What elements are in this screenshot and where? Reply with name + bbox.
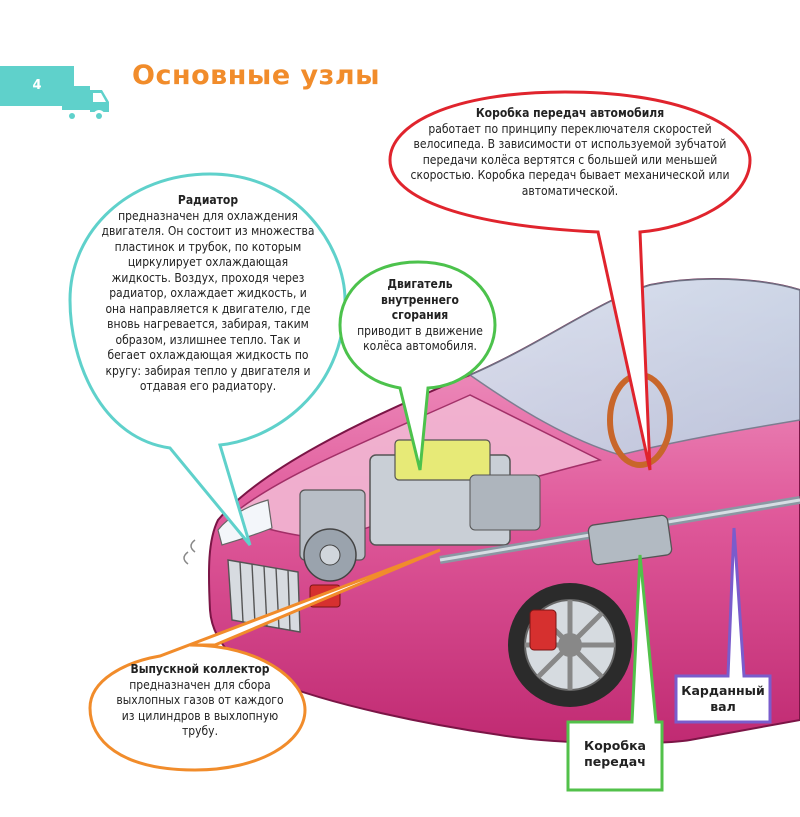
- radiator-bubble: [68, 172, 347, 546]
- exhaust-callout: Выпускной коллектор предназначен для сбо…: [110, 662, 290, 740]
- gearbox-label: Коробка передач: [584, 738, 646, 769]
- driveshaft-label-box: [674, 527, 772, 724]
- exhaust-text: предназначен для сбора выхлопных газов о…: [116, 677, 284, 739]
- page-title: Основные узлы: [132, 60, 381, 91]
- engine-bubble: [338, 260, 497, 471]
- exhaust-bubble: [88, 548, 441, 772]
- gearbox-info-text: работает по принципу переключателя скоро…: [410, 121, 730, 198]
- gearbox-info-callout: Коробка передач автомобиля работает по п…: [405, 106, 735, 199]
- engine-callout: Двигатель внутреннего сгорания приводит …: [355, 277, 485, 355]
- engine-text: приводит в движение колёса автомобиля.: [357, 323, 483, 354]
- gearbox-info-bubble: [388, 90, 752, 471]
- radiator-callout: Радиатор предназначен для охлаждения дви…: [98, 193, 318, 395]
- exhaust-heading: Выпускной коллектор: [130, 662, 270, 676]
- driveshaft-label: Карданный вал: [681, 683, 765, 714]
- radiator-text: предназначен для охлаждения двигателя. О…: [101, 208, 315, 394]
- front-wheel: [508, 583, 632, 707]
- truck-icon: [62, 86, 109, 122]
- engine-heading: Двигатель внутреннего сгорания: [381, 277, 459, 322]
- gearbox-label-box: [566, 554, 664, 792]
- page-number: 4: [32, 78, 42, 93]
- page-tab: [0, 66, 74, 106]
- gearbox-housing: [587, 514, 673, 566]
- gearbox-info-heading: Коробка передач автомобиля: [475, 106, 665, 120]
- radiator-heading: Радиатор: [177, 193, 239, 207]
